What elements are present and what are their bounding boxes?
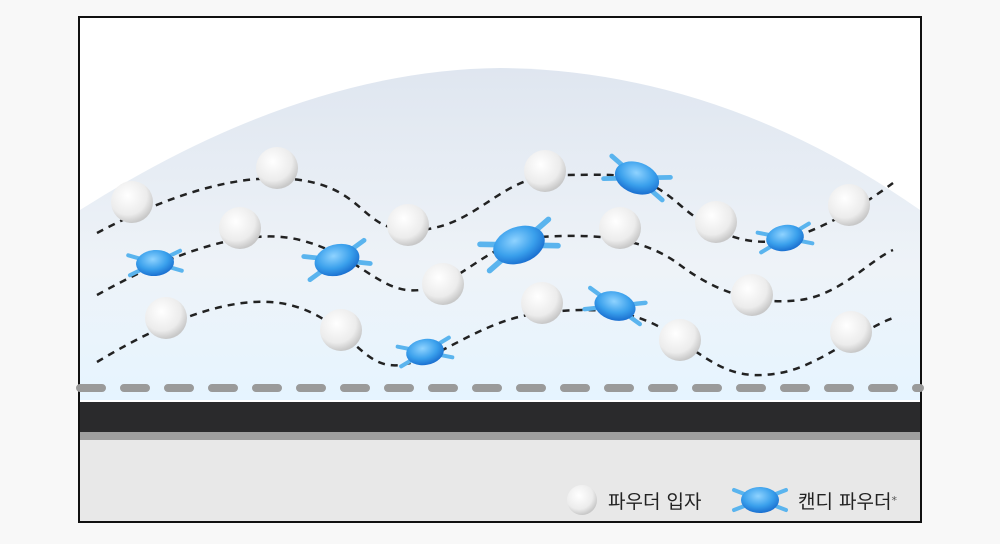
powder-particle	[828, 184, 870, 226]
base-black-layer	[80, 402, 920, 432]
powder-particle	[521, 282, 563, 324]
candy-powder-icon	[732, 485, 788, 515]
powder-particle	[731, 274, 773, 316]
powder-particle	[659, 319, 701, 361]
flow-line-2	[96, 234, 894, 303]
powder-particle	[830, 311, 872, 353]
powder-particle	[422, 263, 464, 305]
base-gray-stripe	[80, 432, 920, 440]
powder-particle	[145, 297, 187, 339]
footnote-mark: *	[891, 493, 897, 507]
binder-dome	[80, 68, 920, 400]
powder-particle	[256, 147, 298, 189]
legend-label-powder: 파우더 입자	[608, 490, 702, 513]
powder-particle	[695, 201, 737, 243]
legend-label-candy: 캔디 파우더	[798, 490, 892, 513]
powder-particle	[524, 150, 566, 192]
powder-particle	[320, 309, 362, 351]
powder-particle	[219, 207, 261, 249]
powder-particle	[387, 204, 429, 246]
powder-particle	[599, 207, 641, 249]
legend-candy-powder: 캔디 파우더*	[730, 484, 897, 516]
legend-powder-particle: 파우더 입자	[566, 484, 701, 516]
powder-particle-icon	[567, 485, 597, 515]
powder-particle	[111, 181, 153, 223]
